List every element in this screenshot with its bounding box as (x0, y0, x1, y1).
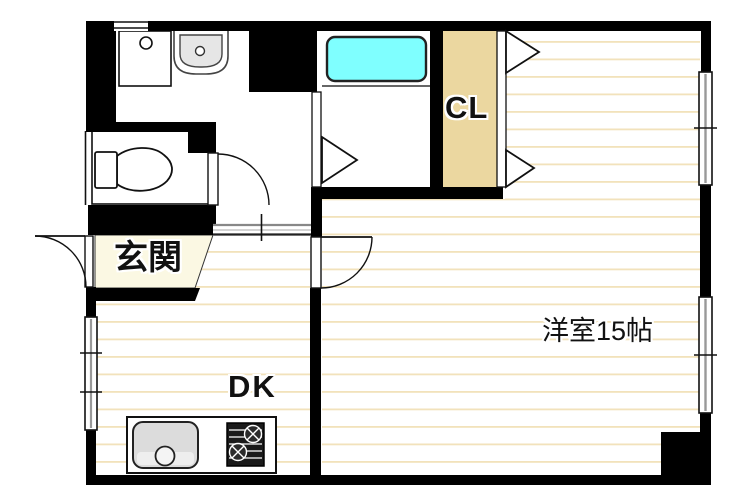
window-top (114, 21, 148, 31)
kitchen-sink-icon (132, 421, 199, 469)
dk-label: DK (228, 369, 277, 404)
gas-stove-icon (226, 422, 265, 467)
doors (34, 29, 541, 289)
washbasin-icon (173, 29, 229, 75)
washroom-sliding-door (213, 214, 311, 241)
bathtub-icon (322, 35, 430, 87)
window-left-dk (80, 316, 102, 431)
genkan-label: 玄関 (114, 239, 182, 277)
entrance-door (34, 235, 94, 288)
dk-to-room-door (310, 236, 373, 289)
windows (80, 21, 717, 431)
bathroom-folding-door (311, 91, 359, 188)
washing-machine-pan-icon (118, 30, 172, 87)
toilet-icon (94, 147, 173, 192)
toilet-door (207, 152, 270, 206)
closet-label: CL (445, 90, 489, 125)
western-room-label: 洋室15帖 (542, 316, 654, 346)
kitchen-counter (126, 416, 277, 474)
window-right-upper (694, 71, 717, 186)
window-right-lower (694, 296, 717, 414)
closet-area (443, 31, 497, 187)
walls (86, 21, 711, 485)
closet-doors (496, 29, 541, 189)
